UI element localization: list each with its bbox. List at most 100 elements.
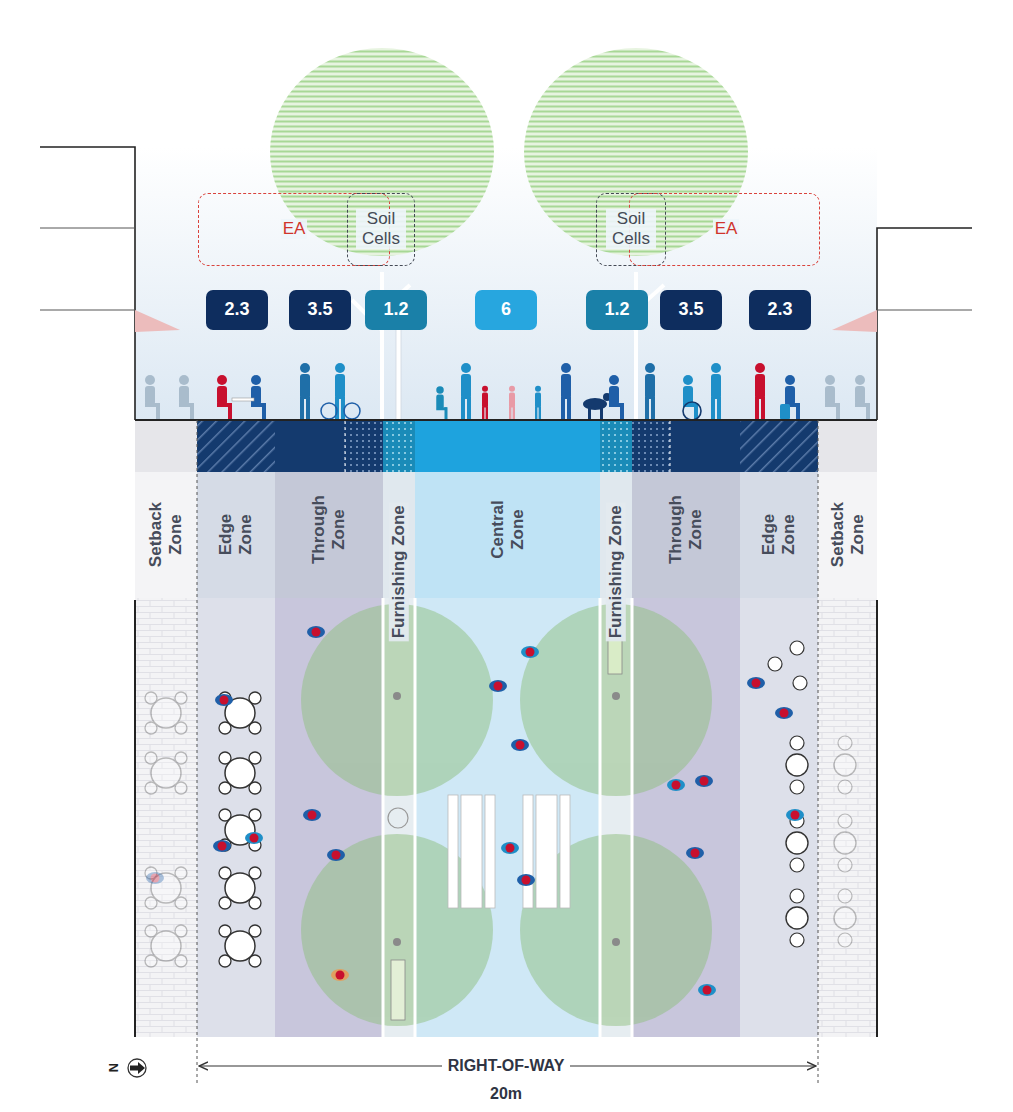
cafe-tables: [145, 641, 856, 967]
soil-cells-box: Soil Cells: [596, 193, 666, 266]
people-plan: [667, 779, 685, 791]
zone-strip: [415, 421, 600, 472]
people-section: [232, 398, 254, 401]
people-section: [145, 375, 160, 420]
people-section: [855, 375, 870, 420]
zone-label-band: [135, 472, 197, 598]
people-section: [583, 398, 607, 410]
cafe-tables: [790, 641, 804, 655]
dimension-value: 20m: [484, 1084, 528, 1103]
people-plan: [307, 626, 325, 638]
north-symbol: [128, 1059, 146, 1077]
ground-line: [135, 419, 877, 421]
width-value: 3.5: [678, 299, 703, 321]
zone-strip: [275, 421, 345, 472]
cafe-tables: [145, 925, 187, 967]
zone-name: Furnishing Zone: [606, 502, 626, 641]
zone-name: Central Zone: [488, 490, 527, 570]
street-furniture: [393, 938, 401, 946]
street-furniture: [448, 795, 458, 908]
cafe-tables: [145, 692, 187, 734]
building-outline: [877, 310, 972, 311]
tree-section: [270, 48, 748, 420]
awning: [832, 310, 877, 332]
soil-cells-box: Soil Cells: [347, 193, 415, 266]
cafe-tables: [768, 657, 782, 671]
width-value: 1.2: [604, 299, 629, 321]
ea-label: EA: [713, 219, 740, 239]
sky-ground: [135, 147, 877, 420]
furnishing-lines: [383, 598, 632, 1037]
building-outline: [40, 228, 135, 229]
people-plan: [501, 842, 519, 854]
zone-strip: [345, 421, 383, 472]
north-label: N: [106, 1063, 122, 1072]
zone-name: Setback Zone: [828, 495, 867, 575]
zone-strip: [740, 421, 818, 472]
people-plan: [489, 680, 507, 692]
plan-paving: [740, 598, 818, 1037]
width-badge: 6: [475, 290, 537, 330]
zone-name: Through Zone: [309, 490, 348, 570]
width-value: 3.5: [307, 299, 332, 321]
zone-label-band: [740, 472, 818, 598]
ea-label: EA: [281, 219, 308, 239]
width-badge: 3.5: [660, 290, 722, 330]
soil-cells-label: Soil Cells: [606, 209, 656, 250]
zone-name: Edge Zone: [216, 495, 255, 575]
people-section: [755, 363, 765, 420]
zone-strip: [135, 421, 197, 472]
width-value: 6: [501, 299, 511, 321]
zone-label-band: [818, 472, 877, 598]
cafe-tables: [834, 736, 856, 794]
zone-name: Furnishing Zone: [389, 502, 409, 641]
cafe-tables: [786, 736, 808, 794]
plan-paving: [134, 600, 136, 1037]
zone-label-band: [275, 472, 383, 598]
zone-strip: [818, 421, 877, 472]
zone-column: Central Zone: [415, 472, 600, 1037]
cafe-tables: [219, 752, 261, 794]
people-plan: [521, 646, 539, 658]
width-badge: 3.5: [289, 290, 351, 330]
street-furniture: [536, 795, 557, 908]
cafe-tables: [786, 889, 808, 947]
north-symbol: [128, 1059, 146, 1077]
zone-column: Edge Zone: [197, 472, 275, 1037]
zone-strip: [632, 421, 670, 472]
zone-strip: [670, 421, 740, 472]
street-furniture: [388, 808, 408, 828]
people-section: [711, 363, 721, 420]
ground-line: [135, 420, 877, 421]
furnishing-lines: [414, 598, 417, 1037]
zone-name: Setback Zone: [146, 495, 185, 575]
zone-label-band: [415, 472, 600, 598]
people-section: [321, 403, 337, 419]
people-plan: [517, 874, 535, 886]
zone-column: Setback Zone: [135, 472, 197, 1037]
street-furniture: [608, 640, 622, 674]
plan-paving: [197, 598, 275, 1037]
people-section: [461, 363, 471, 420]
people-plan: [303, 809, 321, 821]
people-section: [251, 375, 266, 420]
people-plan: [331, 969, 349, 981]
cafe-tables: [219, 867, 261, 909]
zone-column: Through Zone: [275, 472, 383, 1037]
cafe-tables: [834, 736, 856, 947]
street-furniture: [485, 795, 495, 908]
people-section: [780, 404, 790, 420]
ea-zone-box: EA: [629, 193, 820, 266]
people-plan: [686, 847, 704, 859]
cafe-tables: [834, 814, 856, 872]
tree-canopy-plan: [301, 604, 712, 1026]
cafe-tables: [145, 867, 187, 909]
right-of-way-dimension: [197, 420, 818, 1085]
building-outline: [877, 228, 972, 420]
zone-strip: [600, 421, 632, 472]
people-plan: [327, 849, 345, 861]
width-badge: 1.2: [586, 290, 648, 330]
people-section: [683, 375, 698, 420]
people-plan: [146, 872, 164, 884]
zone-name: Edge Zone: [759, 495, 798, 575]
